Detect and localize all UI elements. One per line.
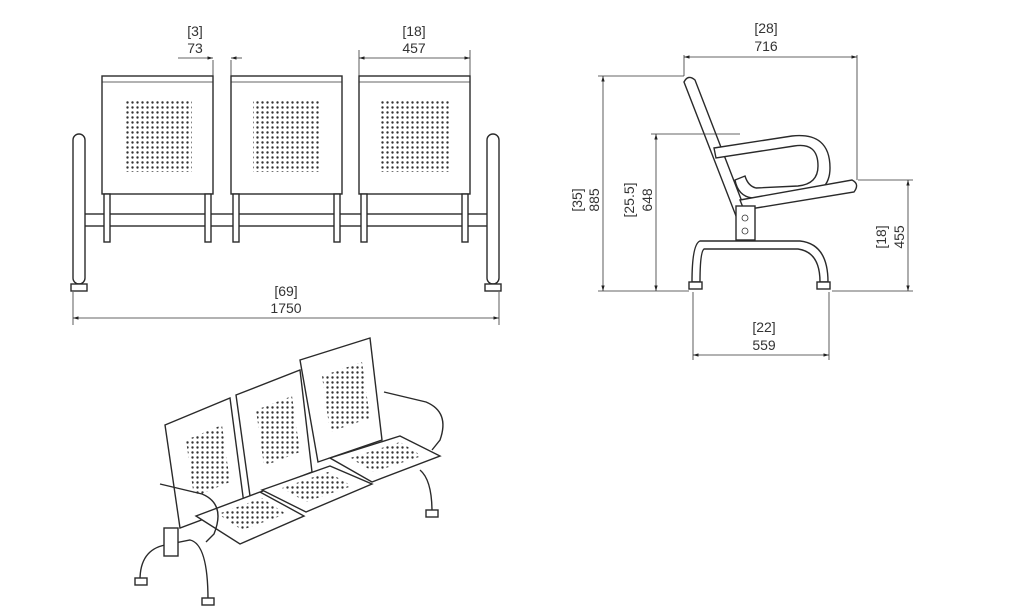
- side-view: [28] 716 [35] 885 [25.5] 648 [18] 455 [2…: [569, 20, 913, 360]
- bracket: [735, 205, 756, 241]
- depth-inch: [28]: [754, 20, 777, 36]
- front-view: [3] 73 [18] 457 [69] 1750: [70, 23, 502, 325]
- base-depth-inch: [22]: [752, 319, 775, 335]
- foot-back: [816, 281, 831, 290]
- left-armrest: [72, 133, 86, 285]
- height-mm: 885: [586, 188, 602, 212]
- gap-mm: 73: [187, 40, 203, 56]
- length-inch: [69]: [274, 283, 297, 299]
- beam: [79, 213, 493, 227]
- depth-mm: 716: [754, 38, 778, 54]
- right-armrest: [486, 133, 500, 285]
- arm-height-mm: 648: [639, 188, 655, 212]
- iso-left-base: [139, 539, 209, 601]
- seat-height-mm: 455: [891, 225, 907, 249]
- seat-width-inch: [18]: [402, 23, 425, 39]
- seat-height-inch: [18]: [873, 225, 889, 248]
- iso-left-arm: [159, 483, 219, 543]
- seat: [739, 179, 858, 211]
- seat-brackets: [103, 193, 469, 243]
- left-foot: [70, 283, 88, 292]
- perforation-3: [381, 100, 449, 172]
- base: [691, 240, 829, 283]
- iso-right-leg: [419, 469, 433, 513]
- seat-width-mm: 457: [402, 40, 426, 56]
- height-inch: [35]: [569, 188, 585, 211]
- foot-front: [688, 281, 703, 290]
- right-foot: [484, 283, 502, 292]
- base-depth-mm: 559: [752, 337, 776, 353]
- armrest: [713, 134, 831, 199]
- gap-inch: [3]: [187, 23, 203, 39]
- length-mm: 1750: [270, 300, 301, 316]
- backrest: [683, 76, 747, 217]
- arm-height-inch: [25.5]: [621, 182, 637, 217]
- iso-right-arm: [383, 391, 444, 451]
- perforation-2: [253, 100, 321, 172]
- iso-bracket: [163, 527, 179, 557]
- perforation-1: [124, 100, 192, 172]
- isometric-view: [134, 337, 444, 606]
